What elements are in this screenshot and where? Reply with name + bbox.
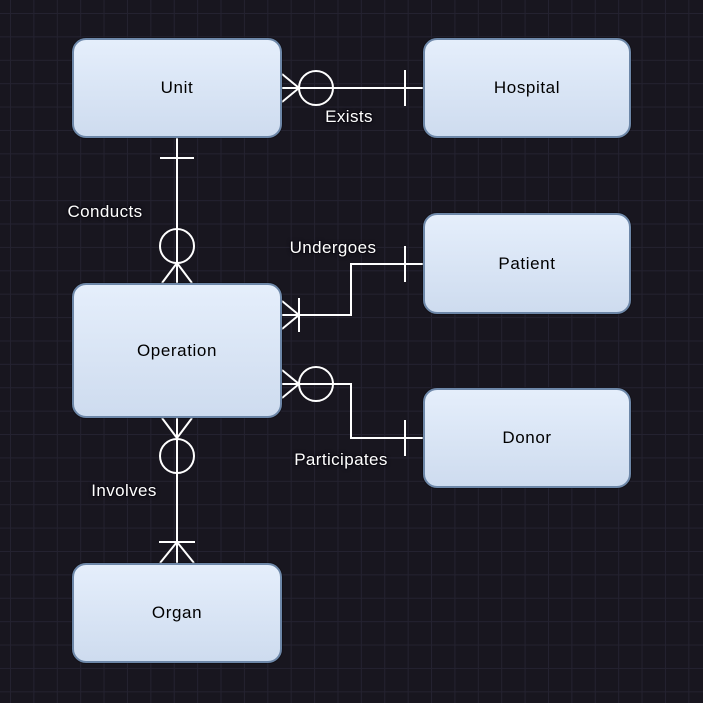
edge-participates[interactable] [282, 367, 423, 456]
edge-participates-line[interactable] [282, 384, 423, 438]
crows-foot-many-icon [282, 370, 299, 398]
crows-foot-many-icon [282, 301, 299, 329]
edge-involves[interactable] [159, 418, 195, 563]
entity-operation-label: Operation [136, 340, 218, 360]
entity-hospital[interactable]: Hospital [423, 38, 631, 138]
edge-exists-label[interactable]: Exists [325, 107, 373, 126]
optional-zero-icon [299, 71, 333, 105]
crows-foot-many-icon [162, 263, 192, 283]
entity-donor[interactable]: Donor [423, 388, 631, 488]
crows-foot-many-icon [160, 542, 194, 563]
entity-unit[interactable]: Unit [72, 38, 282, 138]
optional-zero-icon [160, 439, 194, 473]
entity-donor-label: Donor [502, 428, 552, 447]
edge-conducts-label[interactable]: Conducts [67, 202, 143, 221]
edge-undergoes-line[interactable] [282, 264, 423, 315]
optional-zero-icon [299, 367, 333, 401]
edge-undergoes[interactable] [282, 246, 423, 332]
entity-unit-label: Unit [160, 78, 194, 97]
edge-conducts[interactable] [160, 138, 194, 283]
entity-patient[interactable]: Patient [423, 213, 631, 314]
edge-involves-label[interactable]: Involves [91, 481, 157, 500]
entity-organ-label: Organ [151, 603, 203, 622]
crows-foot-many-icon [282, 74, 299, 102]
entity-hospital-label: Hospital [493, 78, 561, 97]
entity-patient-label: Patient [498, 253, 556, 273]
entity-organ[interactable]: Organ [72, 563, 282, 663]
entity-operation[interactable]: Operation [72, 283, 282, 418]
edge-exists[interactable] [282, 70, 423, 106]
edge-participates-label[interactable]: Participates [294, 450, 388, 469]
crows-foot-many-icon [162, 418, 192, 438]
edge-undergoes-label[interactable]: Undergoes [289, 238, 377, 257]
